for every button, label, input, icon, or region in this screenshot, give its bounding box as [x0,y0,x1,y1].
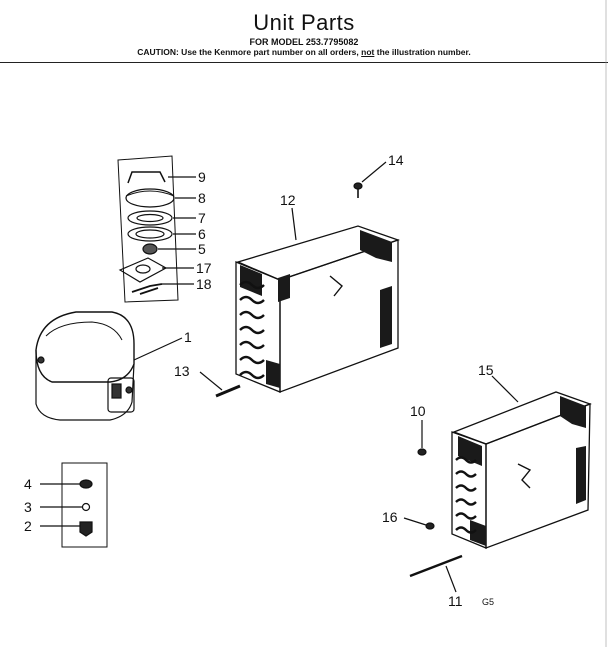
callout-6: 6 [198,226,206,242]
model-number: FOR MODEL 253.7795082 [249,37,359,47]
caution-not: not [361,47,375,57]
callout-7: 7 [198,210,206,226]
callout-2: 2 [24,518,32,534]
callout-9: 9 [198,169,206,185]
part-18-retainer-clip [131,283,163,295]
callout-13: 13 [174,363,190,379]
callout-14: 14 [388,152,404,168]
callout-1: 1 [184,329,192,345]
caution-note: CAUTION: Use the Kenmore part number on … [0,47,608,57]
part-5-nut [142,243,158,255]
callout-10: 10 [410,403,426,419]
callout-16: 16 [382,509,398,525]
hardware-kit-box [117,155,179,303]
part-13-drier-tube [199,371,241,398]
evaporator-coil-tubes [455,456,477,534]
hardware-kit-group [117,155,196,303]
part-17-mounting-plate [118,257,168,283]
page-title: Unit Parts [253,10,355,35]
callout-8: 8 [198,190,206,206]
callout-18: 18 [196,276,212,292]
header-divider [0,62,608,63]
callout-12: 12 [280,192,296,208]
part-9-wire-clip [127,171,166,184]
caution-suffix: the illustration number. [376,47,471,57]
part-11-capillary-tube [409,554,463,593]
part-1-compressor [35,311,183,421]
part-4-overload [79,479,93,489]
compressor-terminal-box [107,377,135,413]
figure-code: G5 [482,597,494,607]
part-7-gasket [127,210,173,226]
callout-5: 5 [198,241,206,257]
part-6-gasket [127,226,173,242]
part-15-evaporator-coil [451,375,592,549]
callout-11: 11 [448,593,463,609]
part-3-retainer [81,502,91,512]
relay-kit-box [61,462,108,548]
condenser-coil-tubes [239,280,265,380]
callout-3: 3 [24,499,32,515]
relay-kit-group [40,462,108,548]
part-8-terminal-cover [125,188,175,208]
part-16-fitting [403,517,435,530]
part-12-condenser-coil [235,207,400,393]
callout-17: 17 [196,260,212,276]
callout-15: 15 [478,362,494,378]
callout-4: 4 [24,476,32,492]
part-2-relay [79,521,93,537]
part-14-screw [353,161,387,198]
part-10-screw [417,420,427,456]
caution-prefix: CAUTION: Use the Kenmore part number on … [137,47,359,57]
